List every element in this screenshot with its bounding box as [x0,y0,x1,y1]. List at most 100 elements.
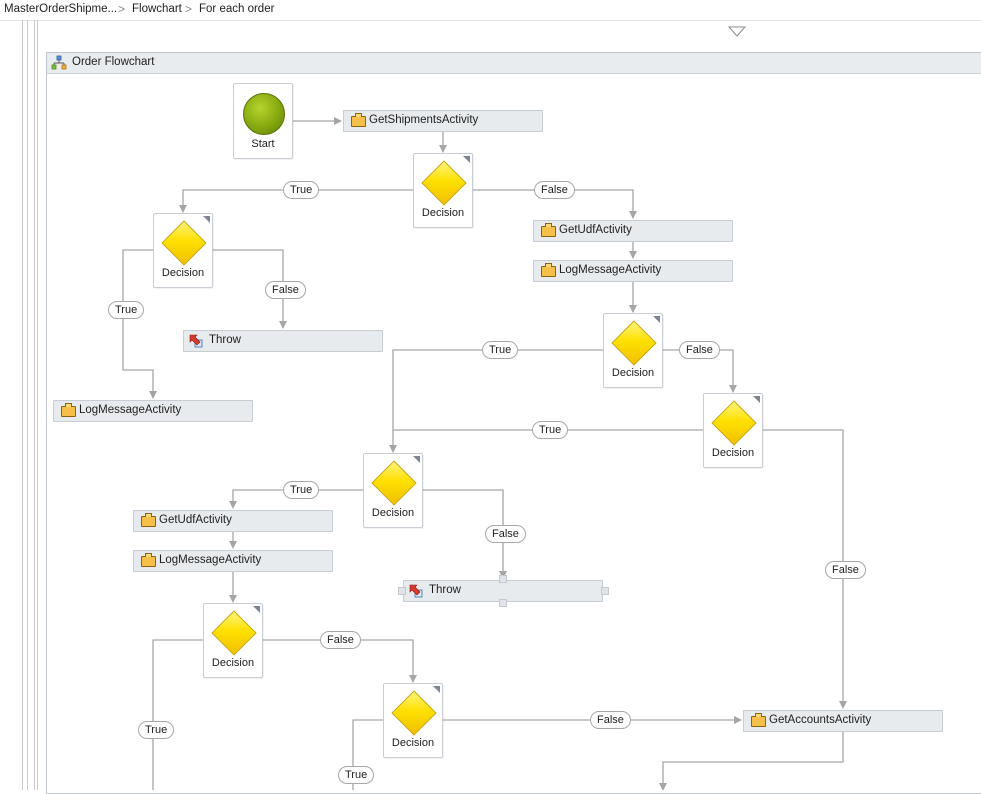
throw-icon [189,334,203,348]
briefcase-activity-icon [141,553,156,567]
false-branch-label[interactable]: False [534,181,575,199]
designer-rail [37,20,38,790]
connector [122,249,157,399]
connector [763,429,847,709]
connection-handle[interactable] [601,587,609,595]
decision-node[interactable]: Decision [603,313,663,388]
false-branch-label[interactable]: False [590,711,631,729]
briefcase-activity-icon [61,403,76,417]
connector [423,489,507,579]
breadcrumb-item-flowchart[interactable]: Flowchart [132,3,182,15]
log-message-activity[interactable]: LogMessageActivity [133,550,333,572]
expand-corner-icon [203,216,210,223]
connector [152,639,203,790]
expand-triangle-icon[interactable] [728,26,746,38]
true-branch-label[interactable]: True [482,341,519,359]
expand-corner-icon [753,396,760,403]
connector [473,189,637,219]
chevron-right-icon: > [118,2,126,16]
briefcase-activity-icon [751,713,766,727]
breadcrumb: MasterOrderShipme... > Flowchart > For e… [0,0,981,21]
decision-label: Decision [391,737,435,749]
log-message-activity[interactable]: LogMessageActivity [53,400,253,422]
order-flowchart-container: Order Flowchart [46,52,981,794]
connector [229,489,363,509]
decision-diamond-icon [611,320,657,366]
connector [659,731,844,790]
connection-handle[interactable] [499,599,507,607]
connector [179,189,413,213]
expand-corner-icon [253,606,260,613]
flowchart-header[interactable]: Order Flowchart [47,53,981,74]
throw-activity[interactable]: Throw [183,330,383,352]
decision-node[interactable]: Decision [363,453,423,528]
activity-label: Throw [429,584,461,596]
true-branch-label[interactable]: True [338,766,375,784]
true-branch-label[interactable]: True [138,721,175,739]
decision-node[interactable]: Decision [383,683,443,758]
expand-corner-icon [433,686,440,693]
decision-diamond-icon [211,610,257,656]
false-branch-label[interactable]: False [679,341,720,359]
false-branch-label[interactable]: False [265,281,306,299]
briefcase-activity-icon [541,223,556,237]
breadcrumb-item-workflow[interactable]: MasterOrderShipme... [4,3,118,15]
designer-rail [27,20,28,790]
log-message-activity[interactable]: LogMessageActivity [533,260,733,282]
decision-label: Decision [711,447,755,459]
decision-label: Decision [371,507,415,519]
get-udf-activity[interactable]: GetUdfActivity [133,510,333,532]
decision-diamond-icon [421,160,467,206]
activity-label: GetAccountsActivity [769,714,872,726]
expand-corner-icon [413,456,420,463]
briefcase-activity-icon [351,113,366,127]
briefcase-activity-icon [141,513,156,527]
decision-label: Decision [211,657,255,669]
decision-diamond-icon [161,220,207,266]
false-branch-label[interactable]: False [825,561,866,579]
start-node[interactable]: Start [233,83,293,159]
get-shipments-activity[interactable]: GetShipmentsActivity [343,110,543,132]
connector [263,639,417,683]
decision-diamond-icon [711,400,757,446]
true-branch-label[interactable]: True [532,421,569,439]
true-branch-label[interactable]: True [283,181,320,199]
decision-node[interactable]: Decision [203,603,263,678]
flowchart-icon [51,55,67,70]
chevron-right-icon: > [185,2,193,16]
false-branch-label[interactable]: False [320,631,361,649]
throw-icon [409,584,423,598]
activity-label: LogMessageActivity [159,554,262,566]
decision-node[interactable]: Decision [703,393,763,468]
false-branch-label[interactable]: False [485,525,526,543]
decision-label: Decision [611,367,655,379]
true-branch-label[interactable]: True [108,301,145,319]
expand-corner-icon [653,316,660,323]
activity-label: LogMessageActivity [79,404,182,416]
start-label: Start [251,138,275,150]
connector [213,249,287,329]
briefcase-activity-icon [541,263,556,277]
decision-diamond-icon [391,690,437,736]
start-circle-icon [243,93,285,135]
activity-label: Throw [209,334,241,346]
get-accounts-activity[interactable]: GetAccountsActivity [743,710,943,732]
activity-label: LogMessageActivity [559,264,662,276]
designer-rail [22,20,23,790]
decision-node[interactable]: Decision [153,213,213,288]
decision-diamond-icon [371,460,417,506]
designer-rail [34,20,35,790]
connection-handle[interactable] [398,587,406,595]
decision-label: Decision [421,207,465,219]
flowchart-title: Order Flowchart [72,56,155,68]
breadcrumb-item-for-each-order[interactable]: For each order [199,3,275,15]
activity-label: GetUdfActivity [159,514,232,526]
expand-corner-icon [463,156,470,163]
activity-label: GetShipmentsActivity [369,114,479,126]
true-branch-label[interactable]: True [283,481,320,499]
connector [389,349,603,453]
decision-label: Decision [161,267,205,279]
get-udf-activity[interactable]: GetUdfActivity [533,220,733,242]
connection-handle[interactable] [499,575,507,583]
decision-node[interactable]: Decision [413,153,473,228]
